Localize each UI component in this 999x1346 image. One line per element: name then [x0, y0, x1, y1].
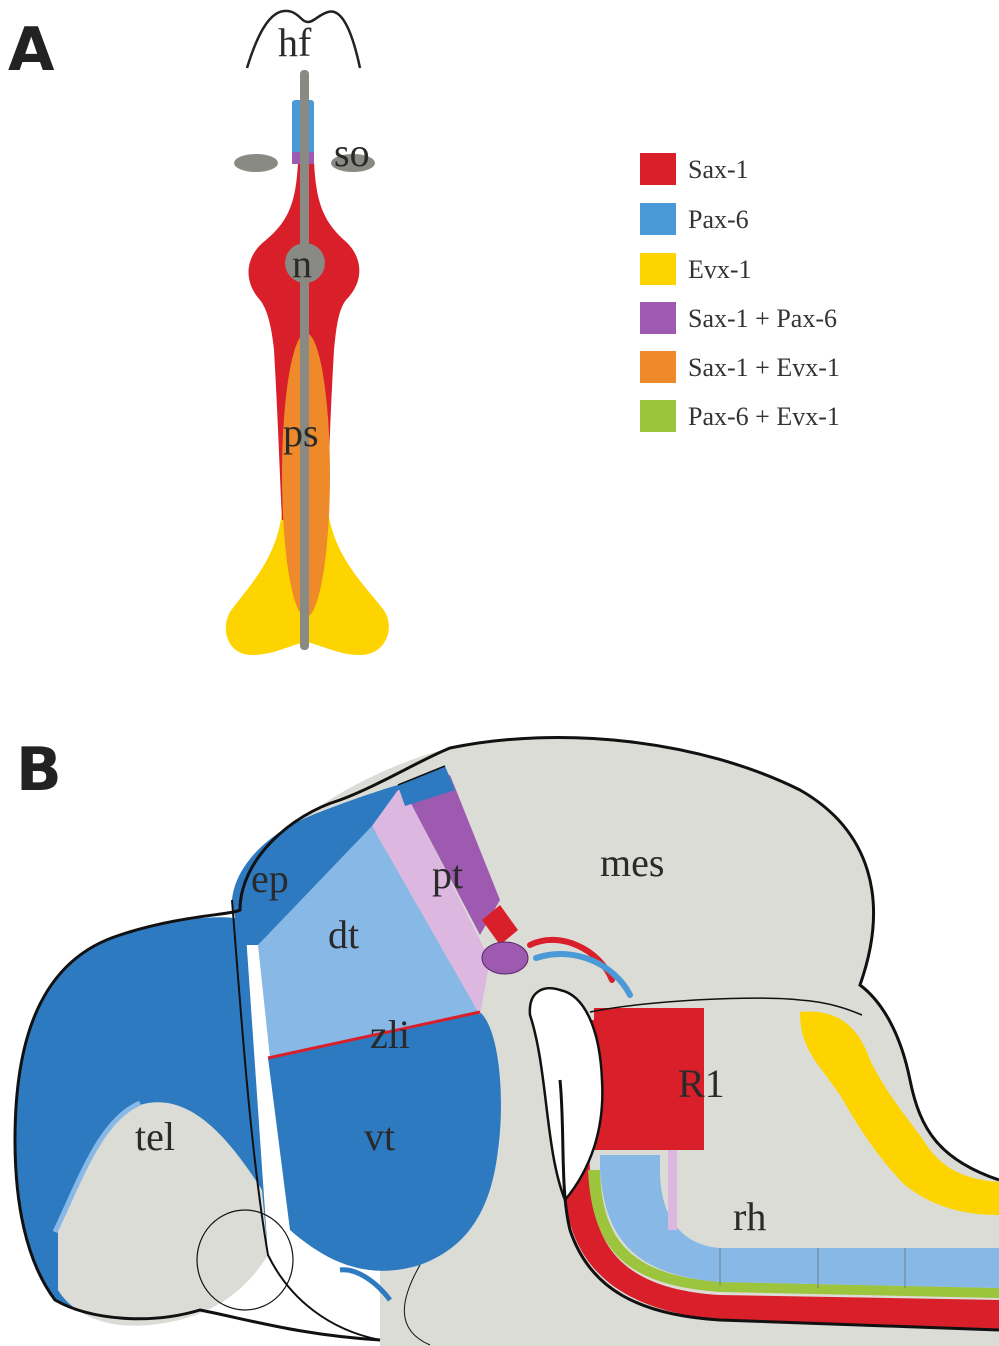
label-mes: mes — [600, 840, 664, 885]
label-tel: tel — [135, 1114, 175, 1159]
legend-swatch-sax1 — [640, 153, 676, 185]
label-hf: hf — [278, 20, 312, 65]
legend-item: Sax-1 + Evx-1 — [640, 351, 840, 383]
legend-label: Evx-1 — [688, 255, 752, 284]
legend-swatch-pax6 — [640, 203, 676, 235]
label-n: n — [292, 241, 312, 286]
label-ep: ep — [251, 856, 289, 901]
label-pt: pt — [432, 852, 463, 897]
label-zli: zli — [370, 1012, 410, 1057]
posterior-commissure-purple — [482, 942, 528, 974]
legend-label: Sax-1 + Pax-6 — [688, 304, 837, 333]
legend-item: Pax-6 — [640, 203, 749, 235]
legend: Sax-1 Pax-6 Evx-1 Sax-1 + Pax-6 Sax-1 + … — [640, 153, 840, 432]
label-rh: rh — [733, 1194, 766, 1239]
somite-left — [234, 154, 278, 172]
legend-label: Sax-1 + Evx-1 — [688, 353, 840, 382]
legend-swatch-evx1 — [640, 253, 676, 285]
legend-label: Pax-6 + Evx-1 — [688, 402, 840, 431]
legend-item: Pax-6 + Evx-1 — [640, 400, 840, 432]
legend-item: Sax-1 — [640, 153, 749, 185]
label-vt: vt — [364, 1114, 395, 1159]
panel-b-letter: B — [16, 735, 62, 805]
label-so: so — [334, 130, 370, 175]
panel-b: B — [15, 735, 999, 1346]
legend-swatch-sax1-evx1 — [640, 351, 676, 383]
notochord-axis — [300, 70, 309, 650]
legend-label: Sax-1 — [688, 155, 749, 184]
legend-item: Sax-1 + Pax-6 — [640, 302, 837, 334]
legend-swatch-pax6-evx1 — [640, 400, 676, 432]
r1-pale-strip — [668, 1150, 677, 1230]
label-dt: dt — [328, 912, 359, 957]
label-ps: ps — [283, 410, 319, 455]
panel-a: A hf so n ps — [8, 11, 389, 655]
label-r1: R1 — [678, 1061, 725, 1106]
legend-label: Pax-6 — [688, 205, 749, 234]
legend-item: Evx-1 — [640, 253, 752, 285]
legend-swatch-sax1-pax6 — [640, 302, 676, 334]
panel-a-letter: A — [8, 15, 55, 85]
